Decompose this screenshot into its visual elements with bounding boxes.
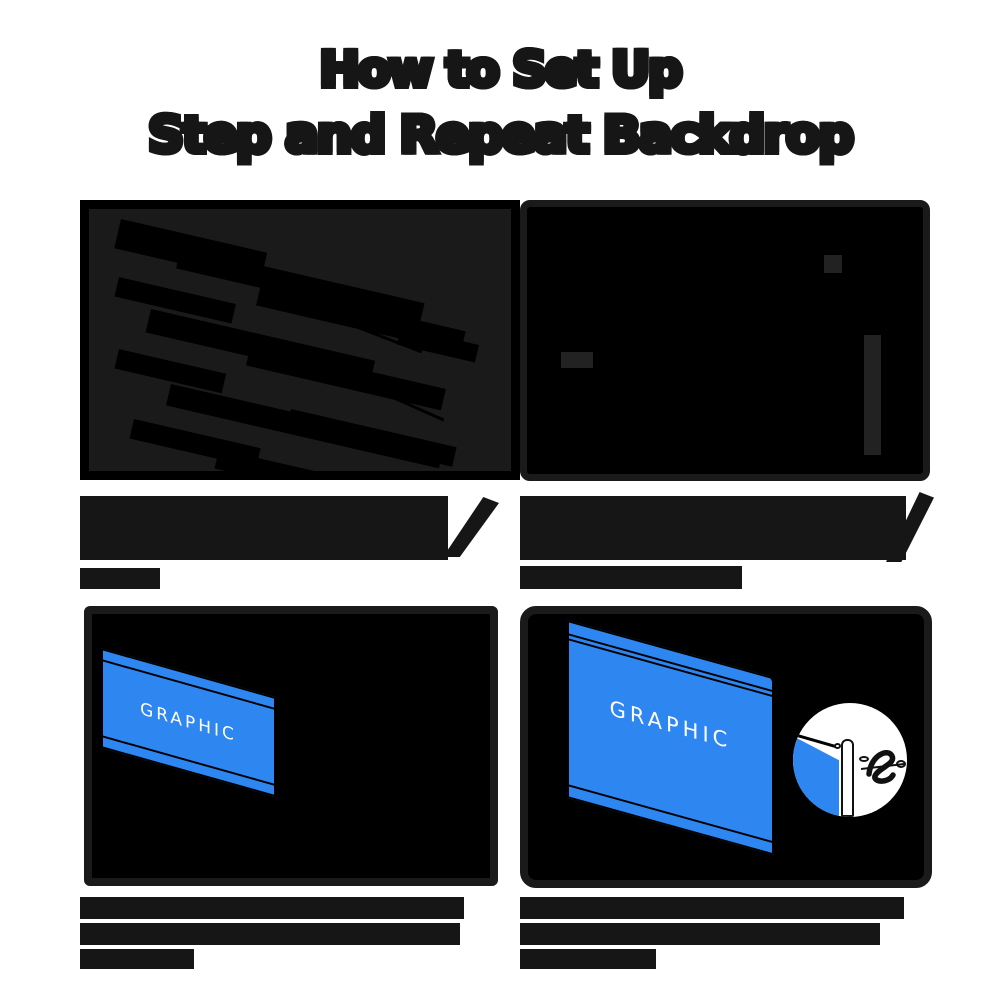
bungee-squiggle-icon — [861, 750, 906, 784]
page-title-line2: Step and Repeat Backdrop — [145, 103, 857, 167]
step-label-right-line2-redacted — [520, 566, 742, 589]
step-label-left-redacted — [80, 496, 448, 560]
caption-left-line3-redacted — [80, 949, 194, 969]
frame-foot-detail — [561, 352, 593, 368]
step-label-right-redacted — [520, 496, 906, 560]
frame-pole — [841, 739, 854, 817]
caption-right-line1-redacted — [520, 897, 904, 919]
frame-corner-detail — [824, 255, 842, 273]
corner-fold-arc — [742, 665, 779, 713]
detail-callout-circle — [793, 703, 907, 817]
frame-pole-detail — [864, 335, 881, 455]
step-label-left-tail — [443, 497, 499, 557]
graphic-banner-label: GRAPHIC — [140, 698, 237, 747]
step-label-left-line2-redacted — [80, 568, 160, 589]
caption-left-line2-redacted — [80, 923, 460, 945]
panel-parts-diagram — [80, 200, 520, 480]
caption-left-line1-redacted — [80, 897, 464, 919]
page-title-line1: How to Set Up — [317, 39, 686, 101]
panel-assembled-frame — [520, 200, 930, 481]
attachment-pin — [859, 756, 869, 762]
caption-right-line2-redacted — [520, 923, 880, 945]
grommet — [834, 743, 841, 749]
caption-right-line3-redacted — [520, 949, 656, 969]
